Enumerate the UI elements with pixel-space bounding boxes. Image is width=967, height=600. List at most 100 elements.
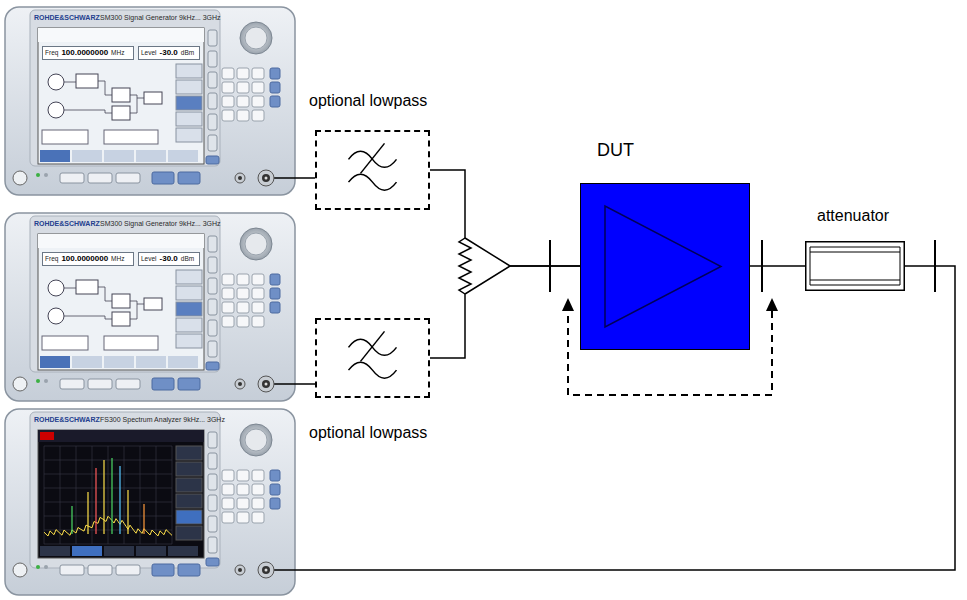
attenuator-line <box>810 247 811 285</box>
screen-bezel <box>30 216 220 372</box>
input-jack <box>235 565 245 575</box>
softkey <box>208 432 217 448</box>
lowpass-filter: optional lowpass <box>315 130 430 210</box>
softkey <box>208 341 217 357</box>
front-button <box>88 173 112 183</box>
keypad-key <box>237 484 249 495</box>
screen-softkey-tab <box>176 64 202 78</box>
front-button <box>60 565 84 575</box>
block-symbol <box>76 280 98 294</box>
front-button <box>116 565 140 575</box>
keypad-key <box>222 288 234 299</box>
keypad-key <box>252 96 264 107</box>
lowpass-slash <box>361 143 385 173</box>
keypad-key <box>222 82 234 93</box>
node-label: DUT <box>597 140 634 161</box>
status-led <box>44 173 48 177</box>
instrument-illustration <box>4 212 296 402</box>
spectrum-peak <box>127 490 128 534</box>
oscillator-symbol <box>48 74 64 90</box>
screen-softkey-tab <box>176 510 202 524</box>
screen-softkey-tab <box>176 478 202 492</box>
status-led <box>36 565 40 569</box>
keypad-key <box>237 288 249 299</box>
cursor-key <box>152 564 174 576</box>
oscillator-symbol <box>48 308 64 324</box>
screen-softkey-tab <box>176 80 202 94</box>
keypad-key <box>222 470 234 481</box>
lowpass-symbol <box>317 132 428 208</box>
instrument-body <box>5 7 295 195</box>
status-led <box>36 379 40 383</box>
keypad-key <box>252 316 264 327</box>
spectrum-peak <box>95 468 96 534</box>
oscillator-symbol <box>48 280 64 296</box>
spectrum-peak <box>111 458 112 534</box>
unit-key <box>270 68 280 79</box>
keypad-key <box>222 302 234 313</box>
block-symbol <box>76 74 98 88</box>
block-symbol <box>112 88 130 102</box>
arrow-button <box>206 558 219 566</box>
keypad-key <box>252 274 264 285</box>
readout-box <box>42 336 88 350</box>
softkey <box>208 236 217 252</box>
rf-jack <box>258 562 274 578</box>
grid-line <box>124 446 125 544</box>
cable-stub <box>272 569 296 571</box>
grid-line <box>44 544 172 545</box>
cursor-key <box>178 564 200 576</box>
input-jack <box>235 379 245 389</box>
screen-softkey-tab <box>176 526 202 540</box>
softkey <box>208 93 217 109</box>
keypad-key <box>252 68 264 79</box>
screen-bottom-tab <box>136 546 166 556</box>
rf-jack-core <box>262 174 270 182</box>
keypad-key <box>237 274 249 285</box>
screen-softkey-tab <box>176 112 202 126</box>
keypad-key <box>252 498 264 509</box>
rf-jack-core <box>262 380 270 388</box>
readout-text: Freq <box>45 256 58 263</box>
grid-line <box>44 502 172 503</box>
rotary-knob <box>240 22 272 54</box>
rotary-knob <box>240 424 272 456</box>
grid-line <box>60 446 61 544</box>
rf-jack-pin <box>265 569 268 572</box>
grid-line <box>172 446 173 544</box>
dut-box: DUT <box>580 183 750 350</box>
readout-text: 100.0000000 <box>61 255 108 263</box>
rotary-knob-cap <box>245 27 267 49</box>
screen-header <box>38 430 204 442</box>
keypad-key <box>222 68 234 79</box>
softkey <box>208 299 217 315</box>
cable-stub <box>272 383 296 385</box>
bypass-arrowhead <box>766 298 778 311</box>
cursor-key <box>152 378 174 390</box>
display-screen <box>38 234 204 370</box>
rf-jack <box>258 170 274 186</box>
cursor-key <box>152 172 174 184</box>
model-label: SM300 Signal Generator 9kHz... 3GHz <box>100 220 221 228</box>
resistor-symbol <box>459 238 471 294</box>
attenuator-line <box>810 252 900 253</box>
keypad-key <box>222 498 234 509</box>
keypad-key <box>252 512 264 523</box>
screen-header <box>38 28 204 42</box>
cursor-key <box>178 378 200 390</box>
bypass-arrowhead <box>562 298 574 311</box>
keypad-key <box>237 110 249 121</box>
front-button <box>60 173 84 183</box>
block-symbol <box>112 106 130 120</box>
rf-jack <box>258 376 274 392</box>
readout-box <box>42 130 88 144</box>
signal-wire <box>430 266 580 358</box>
readout-field: Freq100.0000000MHz <box>42 252 134 266</box>
status-led <box>44 565 48 569</box>
rf-jack-core <box>262 566 270 574</box>
keypad-key <box>252 484 264 495</box>
readout-text: 100.0000000 <box>61 49 108 57</box>
keypad-key <box>222 484 234 495</box>
screen-bottom-tab <box>72 356 102 368</box>
readout-text: dBm <box>181 50 194 57</box>
